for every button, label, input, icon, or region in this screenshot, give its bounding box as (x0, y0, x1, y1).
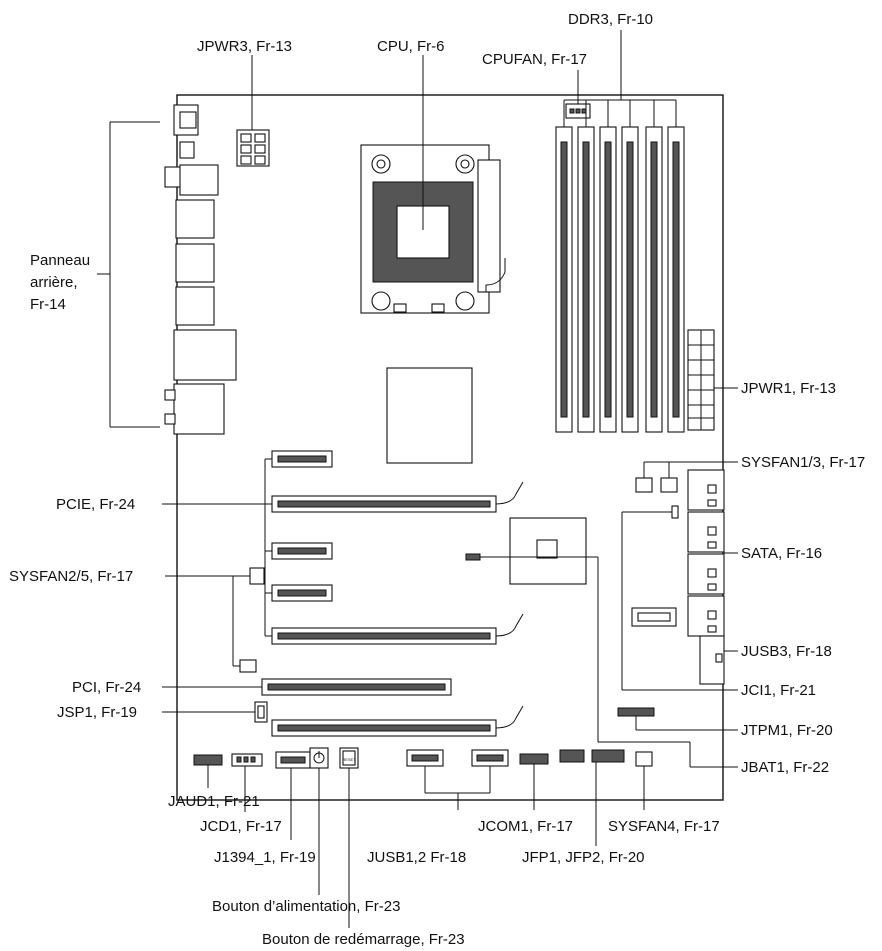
jtpm1-connector (617, 707, 655, 717)
ddr3-leader-lines (563, 30, 677, 127)
pcie-x1-slots (271, 450, 333, 602)
jusb3-connector (699, 635, 725, 685)
jbat1-leader (598, 741, 738, 768)
jusb3-label: JUSB3, Fr-18 (741, 643, 832, 660)
jpwr3-label: JPWR3, Fr-13 (197, 38, 292, 55)
jfp-label: JFP1, JFP2, Fr-20 (522, 849, 645, 866)
power-button (309, 747, 329, 769)
cpu-label: CPU, Fr-6 (377, 38, 445, 55)
jusb12-connectors (406, 749, 509, 767)
jsp1-label: JSP1, Fr-19 (57, 704, 137, 721)
chipset-heatsink (386, 367, 473, 464)
jaud1-connector (193, 754, 223, 766)
rear-panel (164, 104, 237, 435)
jsp1-connector (254, 701, 268, 723)
sysfan25-label: SYSFAN2/5, Fr-17 (9, 568, 133, 585)
jbat1-label: JBAT1, Fr-22 (741, 759, 829, 776)
jtpm1-label: JTPM1, Fr-20 (741, 722, 833, 739)
reset-button-label: Bouton de redémarrage, Fr-23 (262, 931, 465, 948)
pci-label: PCI, Fr-24 (72, 679, 141, 696)
ddr3-slots (555, 126, 685, 433)
sata-label: SATA, Fr-16 (741, 545, 822, 562)
j1394-label: J1394_1, Fr-19 (214, 849, 316, 866)
reset-button: RESET (339, 747, 359, 769)
reset-button-key: RESET (342, 757, 356, 762)
jpwr1-label: JPWR1, Fr-13 (741, 380, 836, 397)
jcom1-connector (519, 753, 549, 765)
pcie-x16-slots (271, 481, 524, 737)
pcie-leader (162, 458, 272, 637)
sysfan25-leader (165, 575, 250, 667)
power-button-label: Bouton d’alimentation, Fr-23 (212, 898, 400, 915)
cpu-socket (360, 144, 506, 314)
sysfan13-leader (643, 461, 738, 478)
sata-connectors (631, 469, 725, 637)
sysfan4-label: SYSFAN4, Fr-17 (608, 818, 720, 835)
small-header (465, 553, 481, 561)
jpwr1-connector (687, 329, 715, 431)
jcom1-label: JCOM1, Fr-17 (478, 818, 573, 835)
jcd1-connector (231, 753, 263, 767)
jcd1-label: JCD1, Fr-17 (200, 818, 282, 835)
sysfan13-label: SYSFAN1/3, Fr-17 (741, 454, 865, 471)
jpwr3-connector (236, 129, 270, 167)
jusb12-leader (424, 766, 491, 810)
jusb12-label: JUSB1,2 Fr-18 (367, 849, 466, 866)
pci-slot (261, 678, 452, 696)
jci1-connector (671, 505, 679, 519)
jaud1-label: JAUD1, Fr-21 (168, 793, 260, 810)
jci1-label: JCI1, Fr-21 (741, 682, 816, 699)
jtpm1-leader (635, 716, 738, 731)
rear-panel-label-line3: Fr-14 (30, 296, 66, 313)
cpufan-label: CPUFAN, Fr-17 (482, 51, 587, 68)
j1394-connector (275, 751, 311, 769)
sysfan13-connectors (635, 477, 678, 493)
rear-panel-label-line2: arrière, (30, 274, 78, 291)
jfp-connectors (559, 749, 625, 763)
rear-panel-bracket (97, 121, 160, 428)
sysfan4-connector (635, 751, 653, 767)
jci1-leader (621, 511, 738, 691)
ddr3-label: DDR3, Fr-10 (568, 11, 653, 28)
pcie-label: PCIE, Fr-24 (56, 496, 135, 513)
southbridge-chip (509, 517, 587, 585)
rear-panel-label-line1: Panneau (30, 252, 90, 269)
